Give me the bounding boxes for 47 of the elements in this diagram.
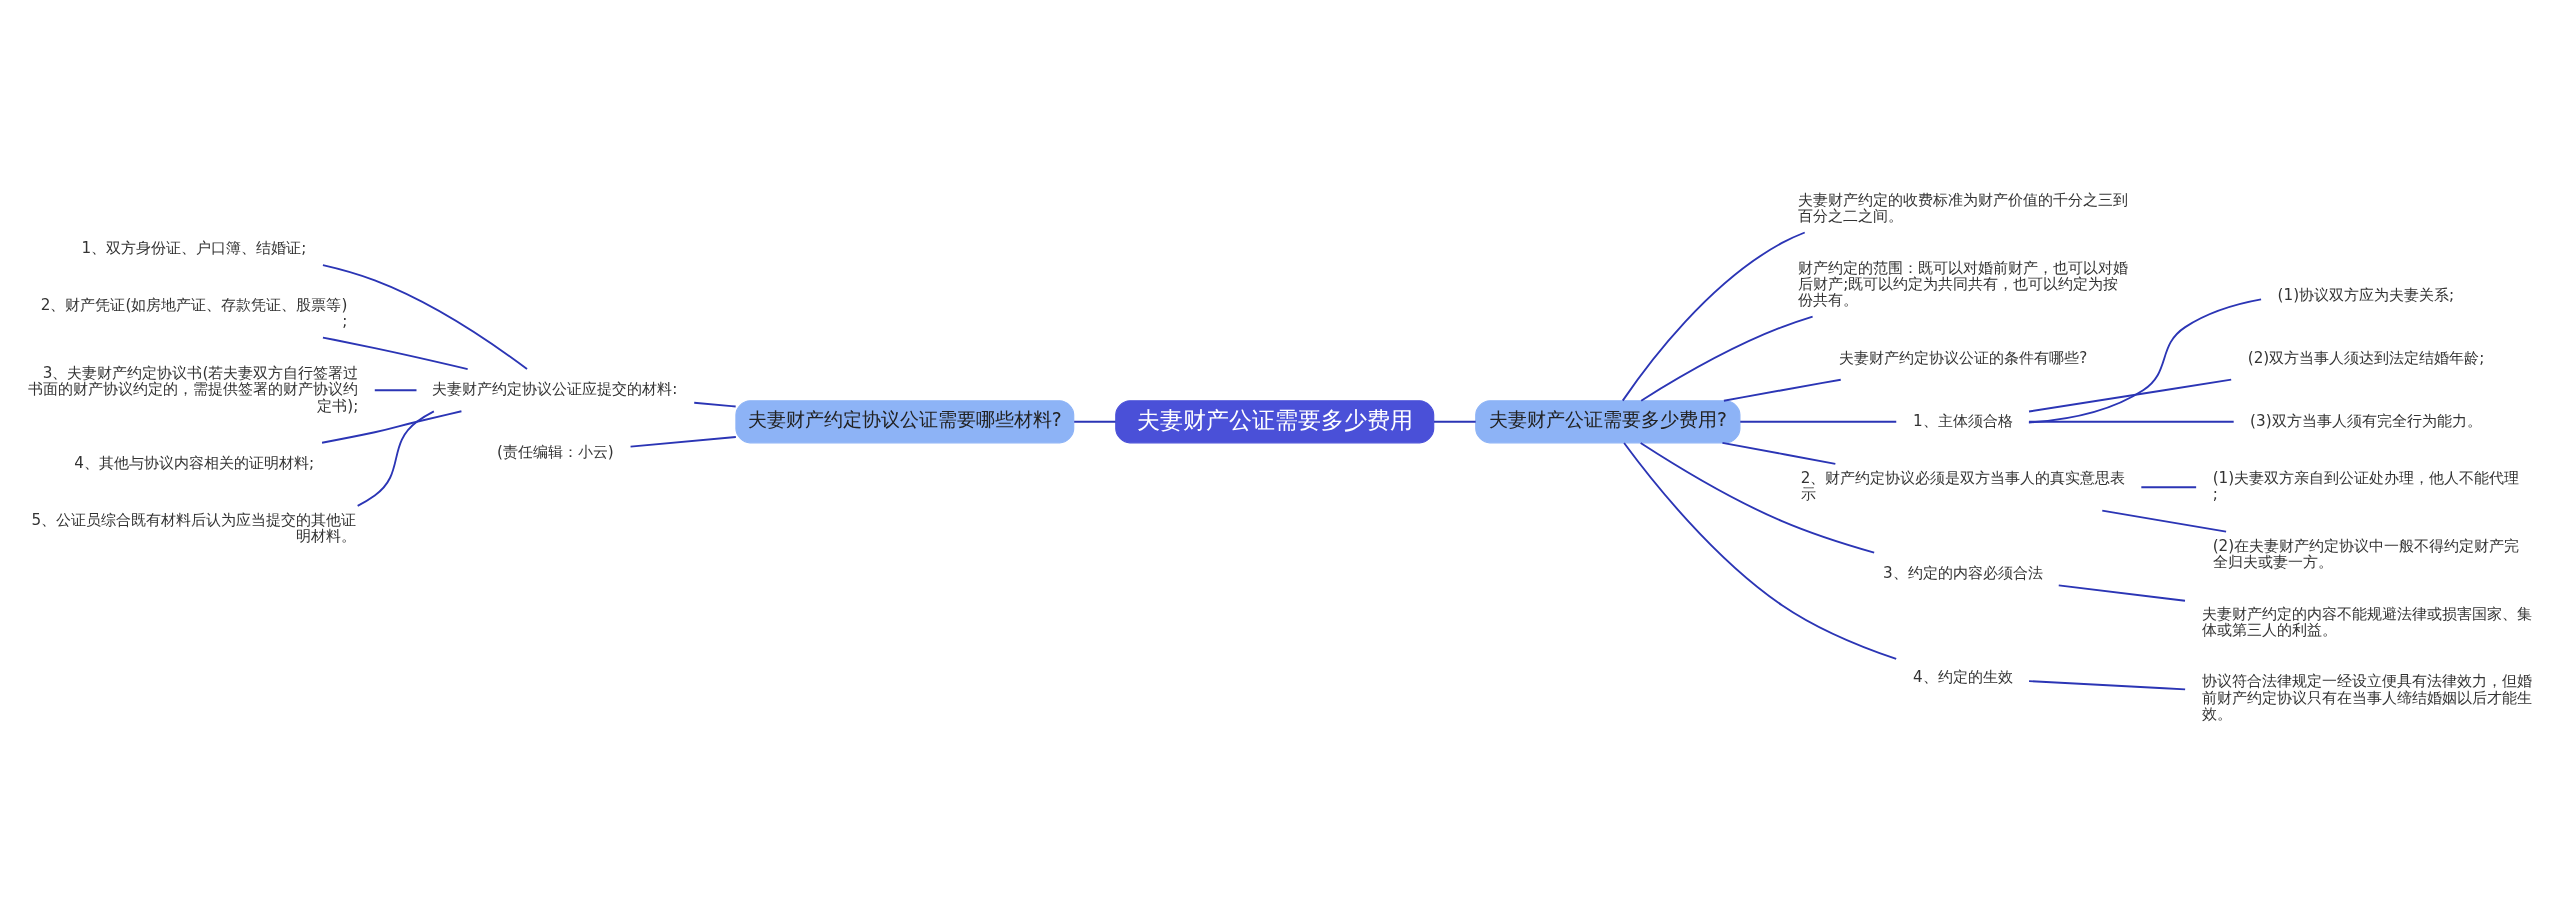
node-text: (责任编辑：小云) bbox=[496, 442, 614, 461]
connector bbox=[322, 336, 469, 370]
connector bbox=[1639, 441, 1876, 554]
node-box: 夫妻财产约定协议公证需要哪些材料? bbox=[735, 399, 1075, 443]
node-text: 夫妻财产约定协议公证应提交的材料: bbox=[432, 379, 678, 398]
node-text: 3、约定的内容必须合法 bbox=[1883, 563, 2043, 582]
connector bbox=[2027, 297, 2262, 423]
node-text: (1)夫妻双方亲自到公证处办理，他人不能代理; bbox=[2212, 468, 2520, 503]
node-text: 3、夫妻财产约定协议书(若夫妻双方自行签署过书面的财产协议约定的，需提供签署的财产协议约定书); bbox=[28, 363, 359, 415]
connector bbox=[1721, 441, 1837, 465]
node-text: 1、双方身份证、户口簿、结婚证; bbox=[81, 238, 307, 257]
connector bbox=[1433, 420, 1477, 423]
connector bbox=[2057, 583, 2186, 602]
node-text: 4、约定的生效 bbox=[1912, 667, 2013, 686]
connector bbox=[1623, 441, 1898, 660]
connector bbox=[2028, 679, 2187, 690]
node-text: 财产约定的范围：既可以对婚前财产，也可以对婚后财产;既可以约定为共同共有，也可以约定为按份共有。 bbox=[1798, 258, 2129, 309]
connector bbox=[1722, 378, 1842, 402]
node-text: 夫妻财产约定协议公证的条件有哪些? bbox=[1839, 348, 2088, 367]
node-text: 5、公证员综合既有材料后认为应当提交的其他证明材料。 bbox=[31, 510, 357, 545]
node-box: 夫妻财产公证需要多少费用? bbox=[1475, 399, 1741, 443]
node-text: 2、财产约定协议必须是双方当事人的真实意思表示 bbox=[1800, 468, 2126, 503]
node-text: 4、其他与协议内容相关的证明材料; bbox=[74, 453, 315, 472]
connector bbox=[1640, 315, 1814, 402]
node-text: 夫妻财产约定的收费标准为财产价值的千分之三到百分之二之间。 bbox=[1798, 190, 2129, 225]
connector bbox=[693, 401, 737, 407]
node-text: 2、财产凭证(如房地产证、存款凭证、股票等); bbox=[40, 295, 348, 330]
node-text: 1、主体须合格 bbox=[1912, 411, 2013, 430]
connector bbox=[322, 263, 528, 370]
connector bbox=[1739, 420, 1898, 423]
node-box: 夫妻财产公证需要多少费用 bbox=[1115, 399, 1435, 443]
node-text: (2)双方当事人须达到法定结婚年龄; bbox=[2247, 348, 2485, 367]
connector bbox=[2101, 509, 2228, 533]
node-text: (1)协议双方应为夫妻关系; bbox=[2277, 285, 2455, 304]
node-text: 夫妻财产约定的内容不能规避法律或损害国家、集体或第三人的利益。 bbox=[2201, 604, 2532, 639]
connector bbox=[1073, 420, 1117, 423]
connector bbox=[2028, 420, 2235, 423]
connector bbox=[1621, 231, 1806, 402]
node-text: (2)在夫妻财产约定协议中一般不得约定财产完全归夫或妻一方。 bbox=[2212, 536, 2520, 571]
connector bbox=[373, 388, 418, 391]
connector bbox=[2140, 485, 2198, 488]
node-text: (3)双方当事人须有完全行为能力。 bbox=[2250, 411, 2482, 430]
connector bbox=[356, 409, 435, 507]
connector bbox=[629, 435, 737, 448]
connector bbox=[2028, 378, 2233, 412]
connector bbox=[321, 409, 463, 444]
node-text: 协议符合法律规定一经设立便具有法律效力，但婚前财产约定协议只有在当事人缔结婚姻以后才能生效。 bbox=[2201, 671, 2532, 723]
